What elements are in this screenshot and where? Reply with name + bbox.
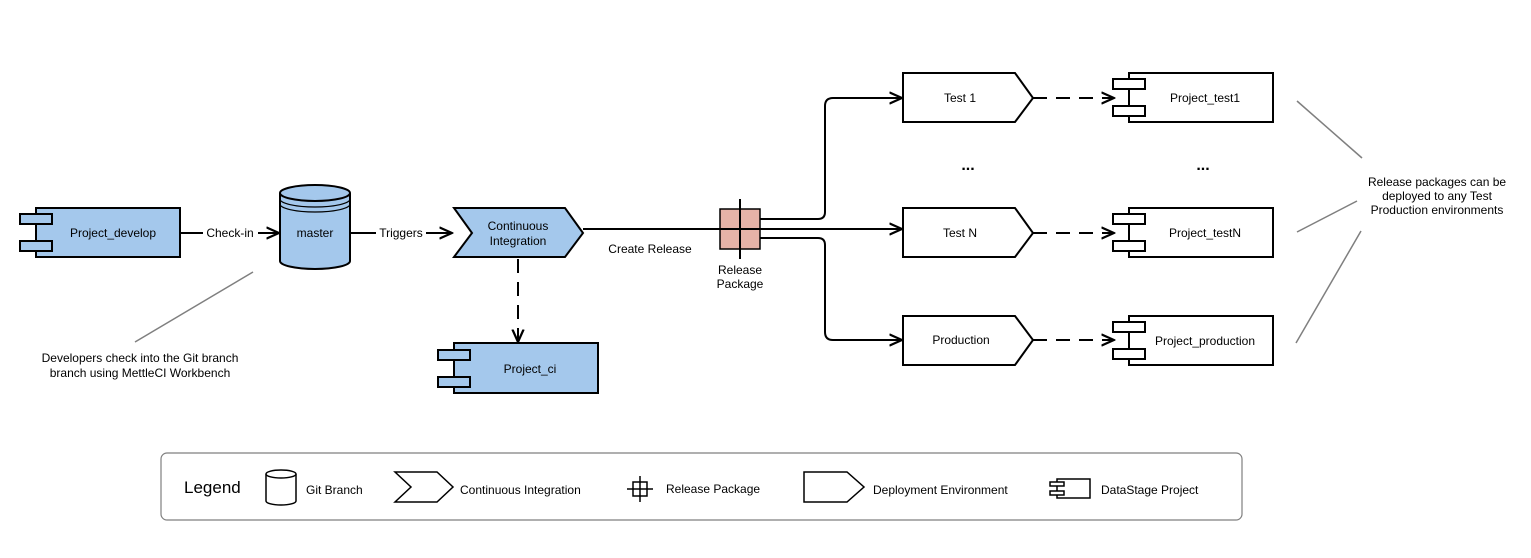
project-test1-label: Project_test1 <box>1170 91 1240 105</box>
legend-git-branch-icon <box>265 469 297 506</box>
release-note-line-3 <box>1295 230 1362 344</box>
release-package-label-line1: Release <box>718 263 762 277</box>
testN-label: Test N <box>943 226 977 240</box>
legend-deployment-environment-label: Deployment Environment <box>873 483 1008 497</box>
environment-ellipsis: ... <box>961 157 974 174</box>
legend-deployment-environment-icon <box>803 471 866 503</box>
project-testN-node <box>1112 207 1274 258</box>
release-package-node <box>714 199 766 259</box>
project-develop-label: Project_develop <box>70 226 156 240</box>
release-to-production-edge <box>760 237 902 340</box>
project-production-node <box>1112 315 1274 366</box>
triggers-label: Triggers <box>379 226 423 240</box>
legend-release-package-label: Release Package <box>666 482 760 496</box>
legend-box <box>160 452 1243 521</box>
release-note-line2: deployed to any Test <box>1382 189 1493 203</box>
developers-note-line1: Developers check into the Git branch <box>42 351 239 365</box>
continuous-integration-node <box>452 207 585 258</box>
production-label: Production <box>932 333 989 347</box>
test1-label: Test 1 <box>944 91 976 105</box>
test1-environment <box>902 72 1035 123</box>
ci-label-line1: Continuous <box>488 219 549 233</box>
legend-git-branch-label: Git Branch <box>306 483 363 497</box>
legend-datastage-project-label: DataStage Project <box>1101 483 1199 497</box>
release-note-line-1 <box>1296 100 1363 159</box>
developers-note-line <box>134 271 254 343</box>
legend-ci-icon <box>393 471 455 503</box>
ci-label-line2: Integration <box>490 234 547 248</box>
project-ci-label: Project_ci <box>504 362 557 376</box>
release-note-line-2 <box>1296 200 1358 233</box>
project-ellipsis: ... <box>1196 157 1209 174</box>
release-note-line1: Release packages can be <box>1368 175 1506 189</box>
create-release-label: Create Release <box>608 242 692 256</box>
project-ci-node <box>437 342 599 394</box>
legend-release-package-icon <box>627 476 653 502</box>
legend-datastage-project-icon <box>1049 478 1091 499</box>
master-cylinder <box>279 184 351 270</box>
release-package-label-line2: Package <box>717 277 764 291</box>
production-environment <box>902 315 1035 366</box>
release-to-test1-edge <box>760 98 902 220</box>
legend: Legend Git Branch Continuous Integration… <box>160 452 1243 521</box>
legend-ci-label: Continuous Integration <box>460 483 581 497</box>
checkin-label: Check-in <box>206 226 253 240</box>
project-testN-label: Project_testN <box>1169 226 1241 240</box>
project-production-label: Project_production <box>1155 334 1255 348</box>
developers-note-line2: branch using MettleCI Workbench <box>50 366 231 380</box>
project-develop-node <box>19 207 181 258</box>
testN-environment <box>902 207 1035 258</box>
master-label: master <box>297 226 334 240</box>
release-note-line3: Production environments <box>1371 203 1504 217</box>
legend-title: Legend <box>184 478 241 497</box>
project-test1-node <box>1112 72 1274 123</box>
